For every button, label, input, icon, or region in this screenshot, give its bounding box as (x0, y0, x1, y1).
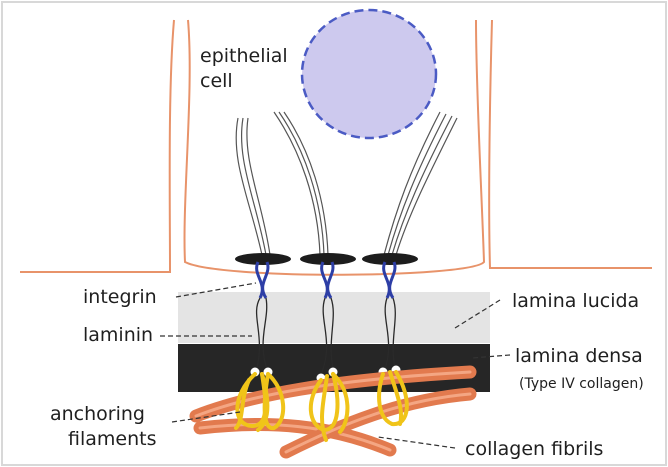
plaque-center (300, 253, 356, 265)
collagen-fibrils-label: collagen fibrils (465, 438, 603, 460)
lamina-lucida-layer (178, 292, 490, 343)
hemidesmosome-plaques (235, 253, 418, 265)
type-iv-collagen-label: (Type IV collagen) (519, 376, 644, 392)
plaque-right (362, 253, 418, 265)
nucleus (302, 10, 436, 138)
epithelial-cell-label-line1: epithelial (200, 45, 288, 67)
lamina-lucida-label: lamina lucida (512, 290, 639, 312)
anchoring-filaments-label-line2: filaments (68, 428, 156, 450)
integrin-label: integrin (83, 286, 157, 308)
lamina-densa-label: lamina densa (515, 345, 643, 367)
anchoring-filaments-label-line1: anchoring (50, 403, 145, 425)
epithelial-cell-label-line2: cell (200, 70, 233, 92)
laminin-label: laminin (83, 324, 153, 346)
plaque-left (235, 253, 291, 265)
